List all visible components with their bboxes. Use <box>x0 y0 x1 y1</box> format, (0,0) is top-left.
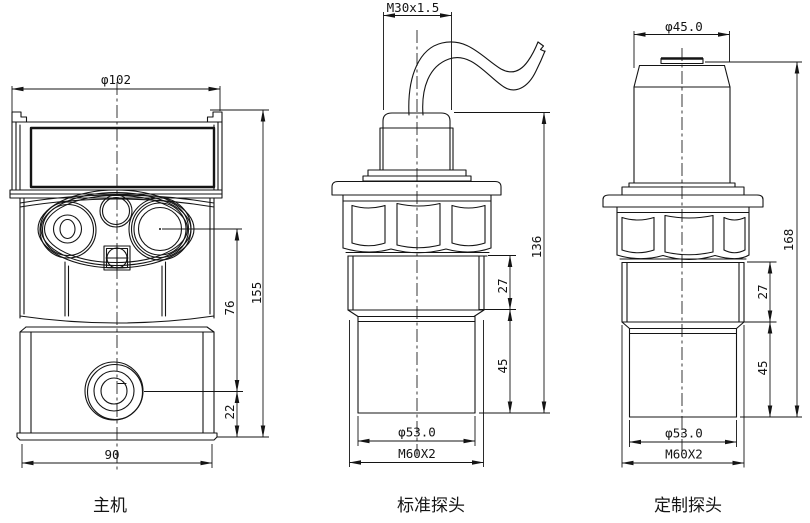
standard-probe-hex-nut <box>342 200 492 257</box>
custom-probe-dimensions: φ45.0 168 27 45 φ53.0 M60X2 <box>621 19 802 468</box>
cable-gland-port <box>84 361 144 421</box>
dim-custom-top-diameter: φ45.0 <box>665 19 703 34</box>
dim-standard-tip-diameter: φ53.0 <box>398 425 436 440</box>
standard-probe-thread <box>347 255 485 318</box>
main-unit-base-box <box>16 326 243 441</box>
dim-main-cover-diameter: φ102 <box>101 72 131 87</box>
dim-custom-overall-height: 168 <box>781 229 796 252</box>
custom-probe-thread <box>621 261 745 330</box>
custom-probe-flange <box>602 182 764 214</box>
dim-standard-overall-height: 136 <box>529 236 544 259</box>
top-port <box>99 194 133 228</box>
main-unit-top-cover <box>9 111 223 199</box>
view-custom-probe: φ45.0 168 27 45 φ53.0 M60X2 定制探头 <box>602 19 802 516</box>
dim-standard-thread-length: 27 <box>495 278 510 293</box>
dim-standard-mount-thread: M60X2 <box>398 446 436 461</box>
custom-probe-head <box>633 57 731 184</box>
dim-standard-cable-gland-thread: M30x1.5 <box>387 0 440 15</box>
dim-main-gland-height: 22 <box>222 404 237 419</box>
dim-main-upper-height: 76 <box>222 300 237 315</box>
left-gauge-window <box>39 201 97 259</box>
standard-probe-cable-gland <box>379 112 454 171</box>
dim-main-base-width: 90 <box>104 447 119 462</box>
standard-probe-flange <box>331 169 502 202</box>
dim-main-overall-height: 155 <box>249 282 264 305</box>
custom-probe-hex-nut <box>616 211 750 264</box>
label-custom-probe: 定制探头 <box>654 496 722 516</box>
view-standard-probe: M30x1.5 136 27 45 φ53.0 M60X2 标准探头 <box>331 0 550 516</box>
label-main-unit: 主机 <box>93 496 127 516</box>
center-screw <box>103 245 131 271</box>
standard-probe-tip <box>357 315 476 414</box>
dim-standard-tip-length: 45 <box>495 358 510 373</box>
dim-custom-tip-diameter: φ53.0 <box>665 426 703 441</box>
custom-probe-tip <box>628 327 738 418</box>
label-standard-probe: 标准探头 <box>397 496 465 516</box>
dim-custom-tip-length: 45 <box>755 360 770 375</box>
standard-probe-cable <box>408 41 546 116</box>
standard-probe-dimensions: M30x1.5 136 27 45 φ53.0 M60X2 <box>349 0 550 467</box>
main-unit-dimensions: φ102 155 76 22 90 <box>11 72 269 468</box>
dim-custom-mount-thread: M60X2 <box>665 447 703 462</box>
view-main-unit: φ102 155 76 22 90 主机 <box>9 72 269 516</box>
dim-custom-thread-length: 27 <box>755 284 770 299</box>
